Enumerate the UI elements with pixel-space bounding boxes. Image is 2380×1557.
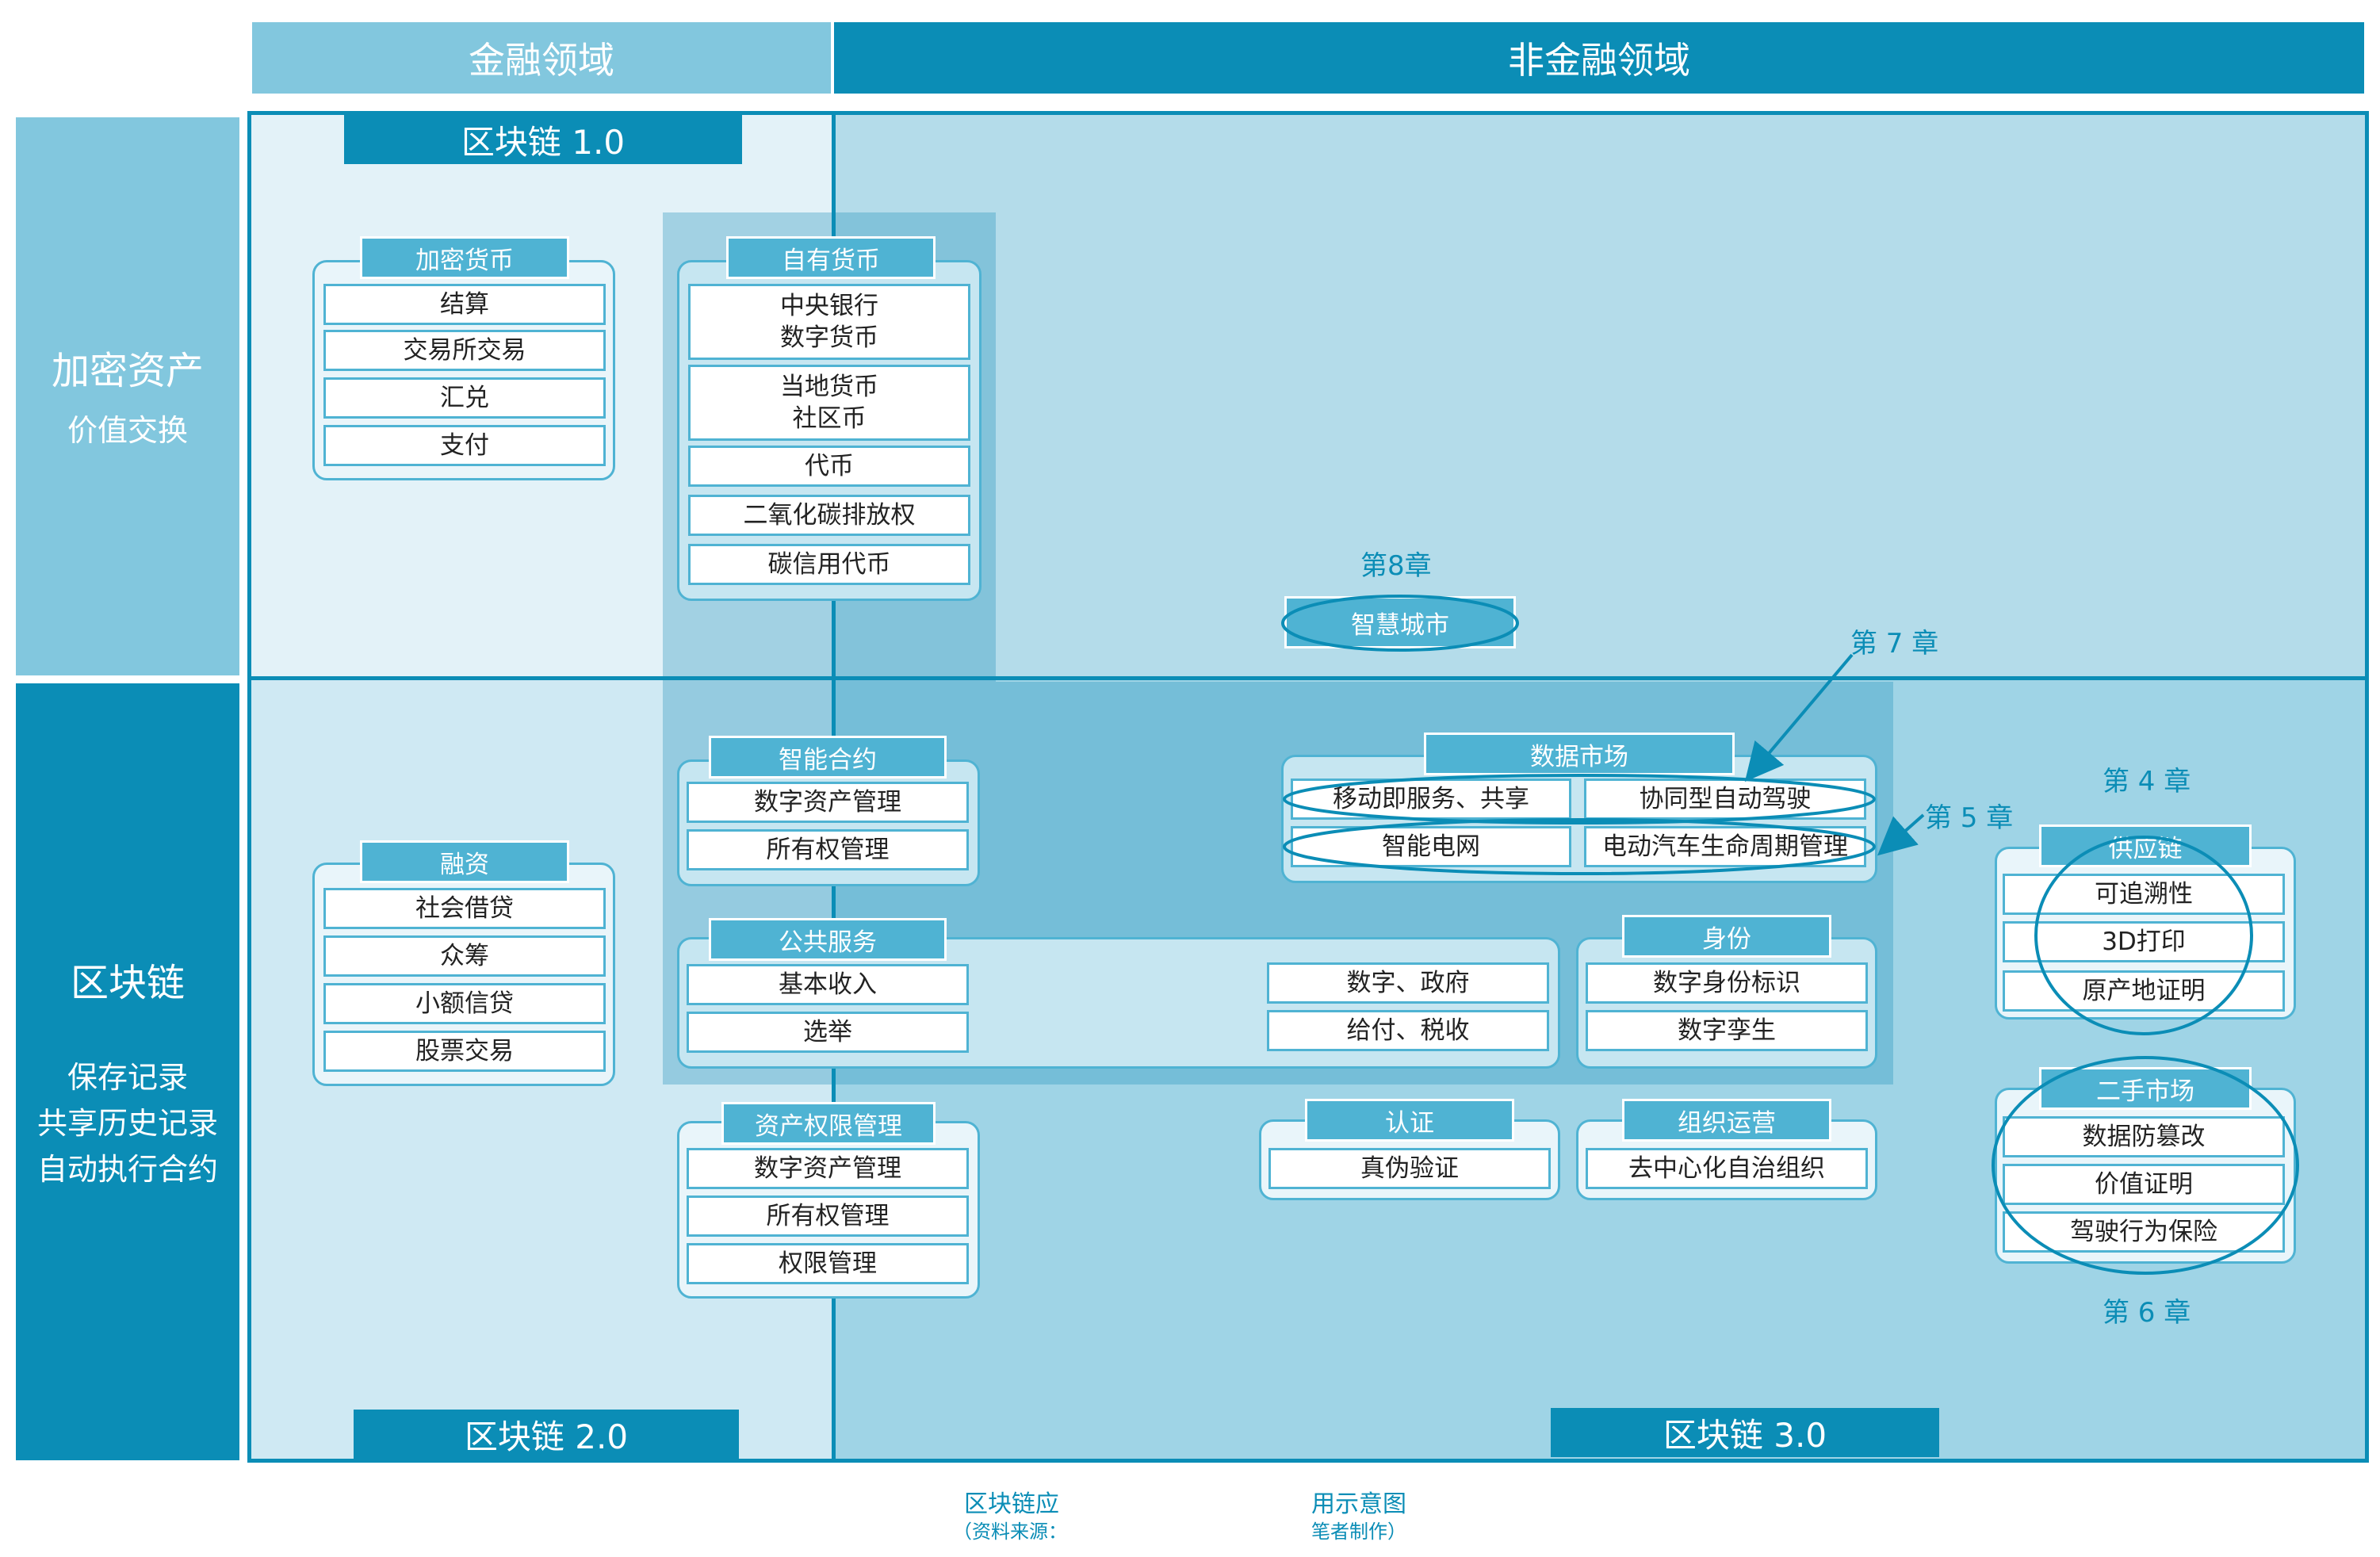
group-secondhand-market-label: 二手市场 <box>2039 1067 2252 1110</box>
header-non-financial: 非金融领域 <box>834 22 2364 94</box>
item-digital-id: 数字身份标识 <box>1586 962 1868 1004</box>
item-payment: 支付 <box>323 425 606 466</box>
label-blockchain-1: 区块链 1.0 <box>344 115 742 164</box>
item-crowdfunding: 众筹 <box>323 935 606 977</box>
item-stock-trading: 股票交易 <box>323 1031 606 1072</box>
item-asset-rights-ownership: 所有权管理 <box>687 1195 969 1237</box>
item-dao: 去中心化自治组织 <box>1586 1148 1868 1189</box>
item-digital-government: 数字、政府 <box>1267 962 1549 1004</box>
label-blockchain-2: 区块链 2.0 <box>354 1410 739 1459</box>
item-token: 代币 <box>688 446 970 487</box>
caption-left: 区块链应 <box>964 1490 1059 1518</box>
item-local-currency: 当地货币 社区币 <box>688 365 970 441</box>
item-digital-asset-mgmt: 数字资产管理 <box>687 782 969 823</box>
item-driving-insurance: 驾驶行为保险 <box>2003 1211 2285 1253</box>
chapter-6-label: 第 6 章 <box>2103 1297 2191 1329</box>
chapter-5-label: 第 5 章 <box>1925 802 2014 834</box>
caption-right: 用示意图 <box>1311 1490 1406 1518</box>
chapter-7-label: 第 7 章 <box>1850 628 1939 660</box>
item-remittance: 汇兑 <box>323 377 606 419</box>
group-smart-contract-label: 智能合约 <box>709 736 947 778</box>
smart-city-ellipse <box>1281 595 1519 652</box>
side-chain-title: 区块链 <box>70 961 185 1005</box>
chapter-8-label: 第8章 <box>1360 550 1432 582</box>
label-blockchain-3: 区块链 3.0 <box>1551 1408 1939 1457</box>
item-3d-printing: 3D打印 <box>2003 921 2285 962</box>
side-chain-sub-1: 保存记录 <box>67 1060 188 1095</box>
data-market-row1-ellipse <box>1283 774 1876 824</box>
item-asset-rights-digital-asset: 数字资产管理 <box>687 1148 969 1189</box>
group-certification-label: 认证 <box>1305 1099 1514 1142</box>
header-financial: 金融领域 <box>252 22 831 94</box>
item-carbon-credit-token: 碳信用代币 <box>688 544 970 585</box>
item-smart-grid: 智能电网 <box>1291 826 1571 867</box>
group-financing-label: 融资 <box>360 840 569 883</box>
item-exchange-trading: 交易所交易 <box>323 330 606 371</box>
side-chain-sub-3: 自动执行合约 <box>36 1152 218 1187</box>
item-social-lending: 社会借贷 <box>323 888 606 929</box>
side-crypto-title: 加密资产 <box>51 349 204 393</box>
item-origin-proof: 原产地证明 <box>2003 970 2285 1012</box>
side-blockchain: 区块链 保存记录 共享历史记录 自动执行合约 <box>16 683 239 1460</box>
item-ownership-mgmt: 所有权管理 <box>687 829 969 870</box>
side-crypto-asset: 加密资产 价值交换 <box>16 117 239 675</box>
item-basic-income: 基本收入 <box>687 964 969 1005</box>
chapter-7-arrow <box>1744 653 1854 782</box>
group-crypto-currency-label: 加密货币 <box>360 236 569 279</box>
item-authenticity: 真伪验证 <box>1268 1148 1551 1189</box>
item-settlement: 结算 <box>323 284 606 325</box>
group-public-service-label: 公共服务 <box>709 918 947 961</box>
divider-horizontal <box>247 676 2369 680</box>
item-digital-twin: 数字孪生 <box>1586 1010 1868 1051</box>
caption-right-small: 笔者制作） <box>1311 1521 1406 1543</box>
item-benefits-tax: 给付、税收 <box>1267 1010 1549 1051</box>
chapter-5-arrow <box>1877 813 1925 856</box>
group-own-currency-label: 自有货币 <box>726 236 936 279</box>
matrix-frame <box>247 111 2369 1463</box>
supply-chain-ellipse <box>2034 836 2253 1035</box>
group-org-ops-label: 组织运营 <box>1622 1099 1831 1142</box>
item-election: 选举 <box>687 1012 969 1053</box>
item-microcredit: 小额信贷 <box>323 983 606 1024</box>
item-ev-lifecycle: 电动汽车生命周期管理 <box>1584 826 1866 867</box>
item-permission-mgmt: 权限管理 <box>687 1243 969 1284</box>
item-traceability: 可追溯性 <box>2003 874 2285 915</box>
group-identity-label: 身份 <box>1622 915 1831 958</box>
quadrant-nonfinancial-crypto <box>834 115 2367 680</box>
item-value-proof: 价值证明 <box>2003 1164 2285 1205</box>
item-cbdc: 中央银行 数字货币 <box>688 284 970 360</box>
group-asset-rights-label: 资产权限管理 <box>721 1102 936 1145</box>
side-chain-sub-2: 共享历史记录 <box>36 1106 218 1141</box>
side-crypto-sub: 价值交换 <box>67 413 188 448</box>
caption-left-small: （资料来源： <box>953 1521 1067 1543</box>
item-tamper-proof: 数据防篡改 <box>2003 1116 2285 1157</box>
item-co2-rights: 二氧化碳排放权 <box>688 495 970 536</box>
secondhand-market-ellipse <box>1992 1056 2299 1275</box>
chapter-4-label: 第 4 章 <box>2103 766 2191 798</box>
data-market-row2-ellipse <box>1283 818 1876 875</box>
